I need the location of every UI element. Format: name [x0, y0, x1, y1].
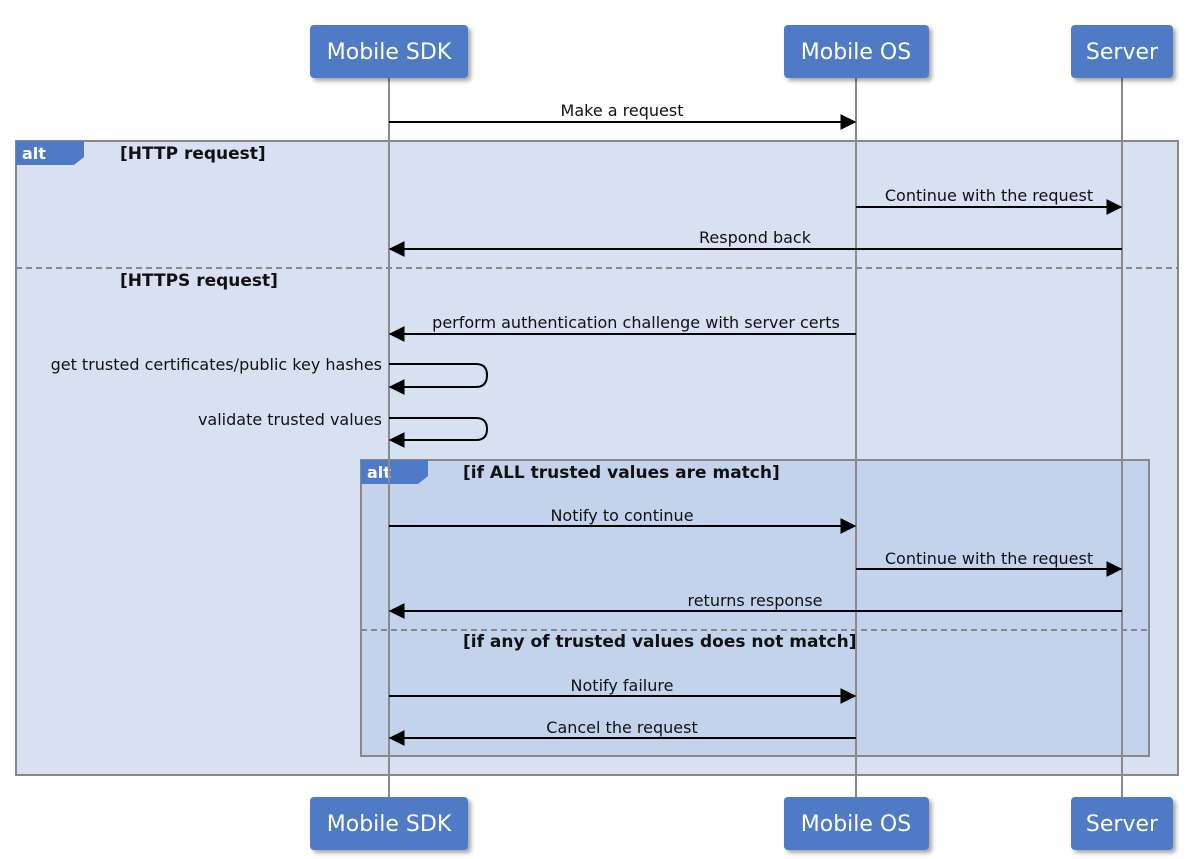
inner-fragment-box — [360, 459, 1150, 757]
inner-alt-tag — [361, 460, 428, 484]
message-cancel-request: Cancel the request — [388, 718, 856, 746]
participant-label: Server — [1086, 40, 1159, 65]
message-auth-challenge: perform authentication challenge with se… — [388, 313, 856, 342]
inner-guard-nomatch: [if any of trusted values does not match… — [463, 632, 857, 652]
participant-mobile-os-bottom: Mobile OS — [784, 797, 929, 850]
message-label: returns response — [687, 591, 822, 610]
message-continue-request-https: Continue with the request — [856, 549, 1123, 577]
outer-alt-tag — [16, 141, 84, 165]
participant-mobile-os-top: Mobile OS — [784, 25, 929, 78]
participant-label: Mobile OS — [801, 40, 911, 65]
participant-label: Server — [1086, 812, 1159, 837]
message-label: Continue with the request — [885, 549, 1093, 568]
message-notify-continue: Notify to continue — [389, 506, 857, 534]
participant-mobile-sdk-bottom: Mobile SDK — [310, 797, 468, 850]
participant-server-bottom: Server — [1071, 797, 1173, 850]
message-validate-trusted: validate trusted values — [198, 410, 489, 448]
message-label: perform authentication challenge with se… — [432, 313, 840, 332]
message-respond-back: Respond back — [388, 228, 1122, 257]
message-label: Notify to continue — [550, 506, 693, 525]
participant-label: Mobile SDK — [327, 812, 452, 837]
message-label: Continue with the request — [885, 186, 1093, 205]
message-label: Make a request — [561, 101, 684, 120]
participant-server-top: Server — [1071, 25, 1173, 78]
message-make-request: Make a request — [389, 101, 857, 130]
outer-alt-keyword: alt — [22, 144, 46, 163]
self-message-arrow — [388, 417, 489, 448]
outer-guard-https: [HTTPS request] — [120, 271, 278, 291]
message-label: Respond back — [699, 228, 812, 247]
outer-guard-http: [HTTP request] — [120, 144, 266, 164]
self-message-arrow — [388, 363, 489, 395]
message-notify-failure: Notify failure — [389, 676, 857, 704]
message-label: Notify failure — [571, 676, 674, 695]
message-get-trusted-certs: get trusted certificates/public key hash… — [51, 355, 489, 395]
participant-mobile-sdk-top: Mobile SDK — [310, 25, 468, 78]
message-continue-request-http: Continue with the request — [856, 186, 1123, 215]
inner-guard-match: [if ALL trusted values are match] — [463, 463, 780, 483]
message-label: Cancel the request — [546, 718, 697, 737]
message-label: get trusted certificates/public key hash… — [51, 355, 382, 374]
inner-alt-keyword: alt — [367, 463, 391, 482]
participant-label: Mobile SDK — [327, 40, 452, 65]
message-label: validate trusted values — [198, 410, 382, 429]
alt-fragment-inner: alt [if ALL trusted values are match] [i… — [360, 459, 1150, 757]
message-returns-response: returns response — [388, 591, 1122, 619]
participant-label: Mobile OS — [801, 812, 911, 837]
